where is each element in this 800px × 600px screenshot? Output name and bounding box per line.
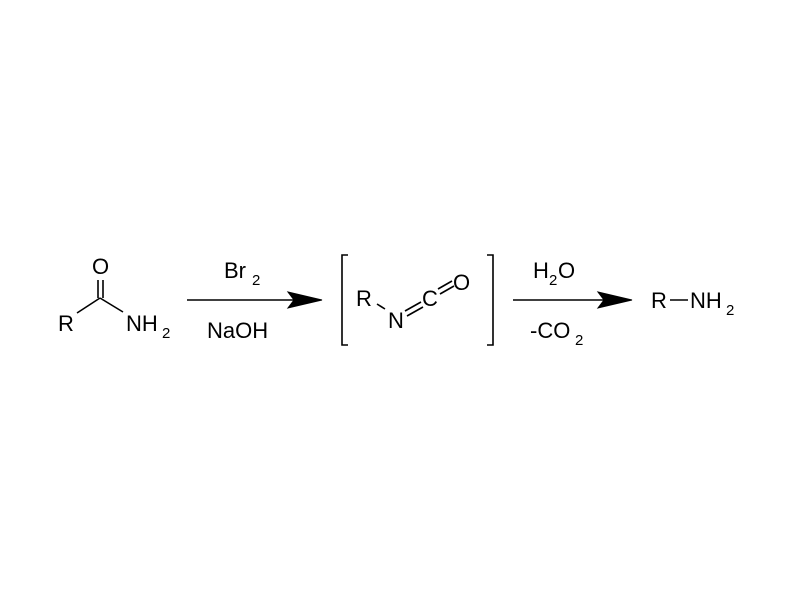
reaction-arrow-1: Br 2 NaOH [187, 258, 323, 343]
reagent-naoh: NaOH [207, 318, 268, 343]
reactant-amide: R O NH 2 [58, 254, 170, 342]
bond-n-c-1 [404, 301, 422, 312]
subscript: 2 [726, 302, 734, 319]
atom-o: O [453, 270, 470, 295]
atom-r: R [651, 288, 667, 313]
atom-nh: NH [690, 288, 722, 313]
left-bracket [341, 254, 348, 346]
subscript: 2 [162, 325, 170, 342]
subscript: 2 [575, 332, 583, 349]
reagent-h: H [533, 258, 549, 283]
intermediate-isocyanate: R N C O [341, 254, 494, 346]
arrowhead-icon [596, 291, 633, 309]
atom-n: N [388, 308, 404, 333]
atom-o: O [92, 254, 109, 279]
atom-r: R [356, 286, 372, 311]
bond-c-o-2 [439, 285, 455, 295]
bond-c-n [99, 297, 124, 313]
atom-r: R [58, 311, 74, 336]
product-amine: R NH 2 [651, 288, 734, 319]
arrowhead-icon [286, 291, 323, 309]
right-bracket [487, 254, 494, 346]
reagent-co: -CO [530, 318, 570, 343]
reagent-br: Br [224, 258, 246, 283]
reagent-o: O [558, 258, 575, 283]
bond-c-o-1 [437, 280, 453, 290]
subscript: 2 [549, 272, 557, 289]
subscript: 2 [252, 272, 260, 289]
bond-n-c-2 [406, 306, 424, 317]
atom-nh: NH [126, 311, 158, 336]
atom-c: C [422, 286, 438, 311]
bond-r-c [76, 297, 101, 314]
bond-r-n [376, 303, 386, 310]
reaction-arrow-2: H 2 O -CO 2 [513, 258, 633, 349]
